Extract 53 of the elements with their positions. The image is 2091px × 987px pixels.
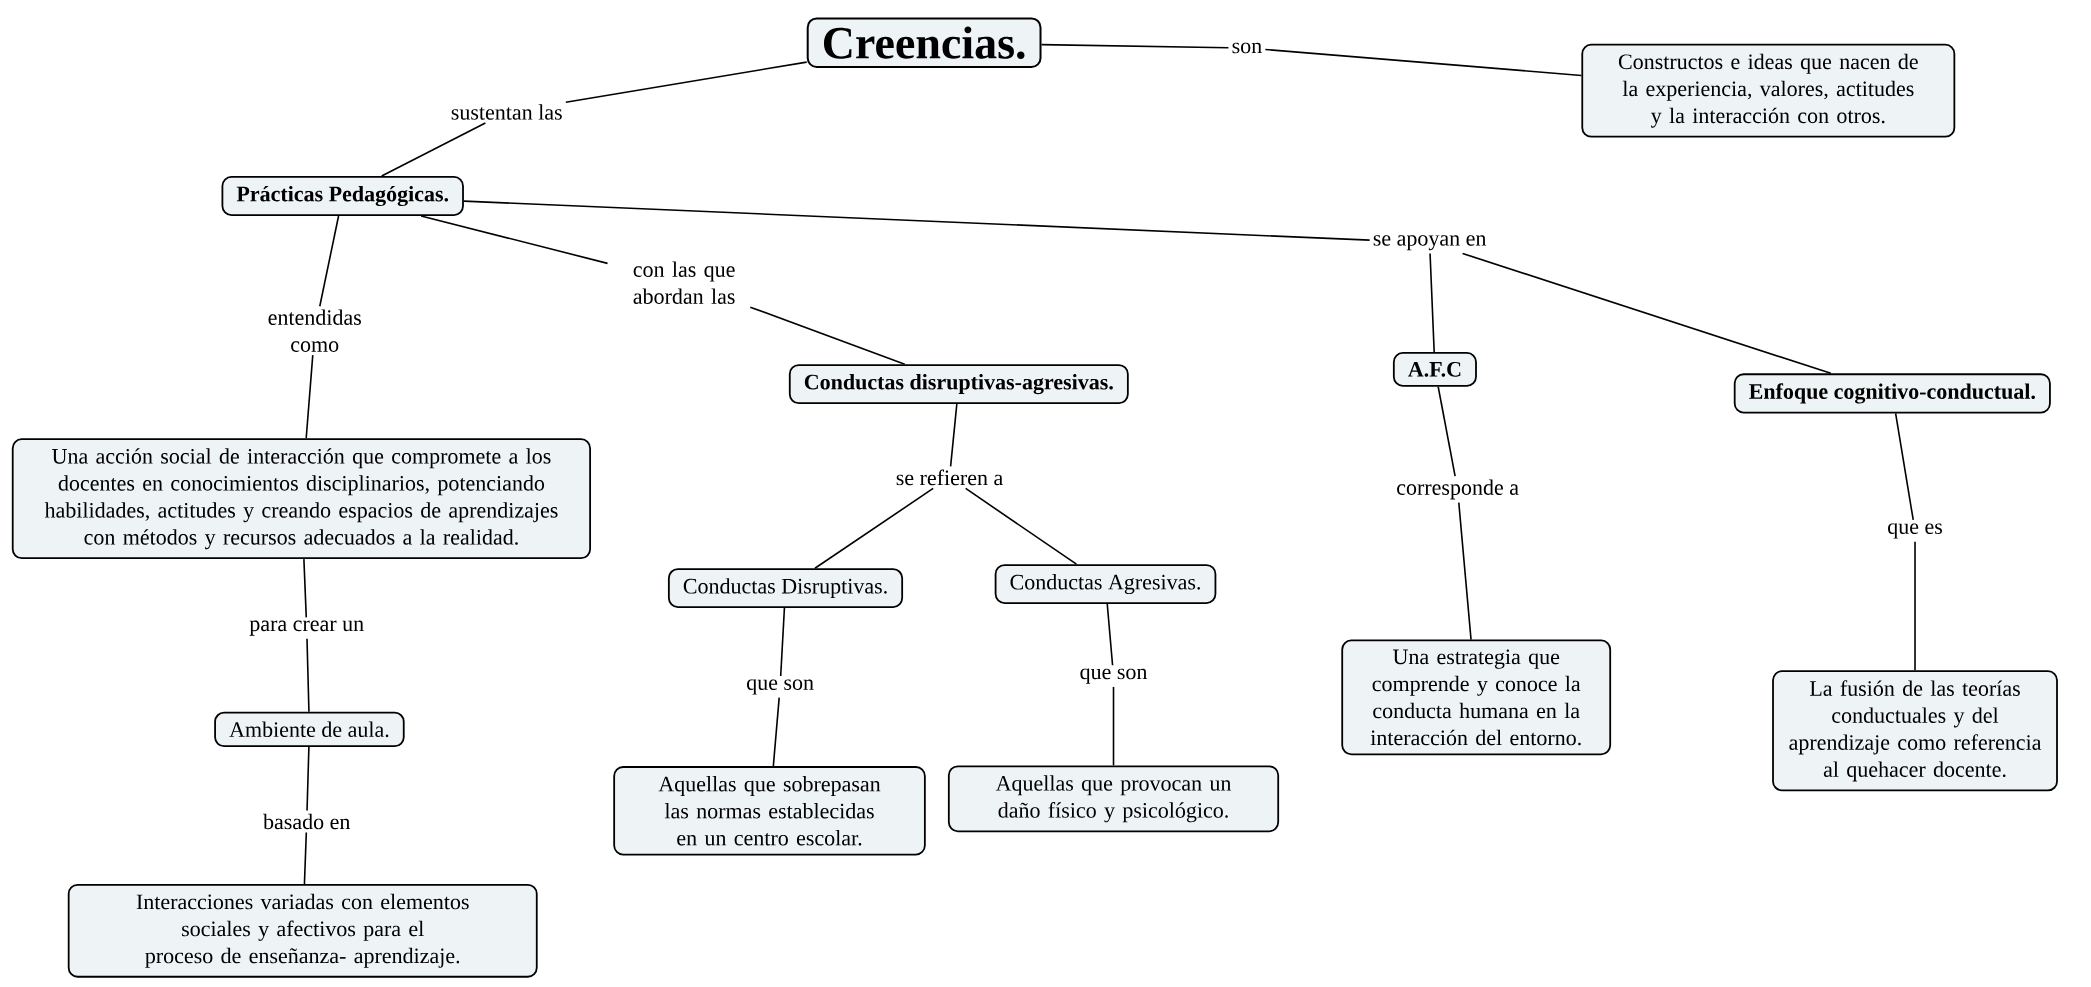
concept-box: Una acción social de interacción que compromete a los docentes en conocimientos disciplinarios, potenciando habilidades, actitudes y creando espacios de aprendizajes con métodos y recursos adecuados a la realidad. <box>11 438 591 560</box>
linking-phrase: que son <box>747 679 814 695</box>
connector-line <box>814 487 934 569</box>
concept-box: Interacciones variadas con elementos sociales y afectivos para el proceso de enseñanza- aprendizaje. <box>67 883 538 978</box>
linking-phrase: basado en <box>263 813 351 830</box>
connector-line <box>779 607 786 677</box>
connector-line <box>303 558 308 619</box>
linking-phrase: corresponde a <box>1397 479 1519 500</box>
connector-line <box>463 200 1371 241</box>
concept-box: Constructos e ideas que nacen de la experiencia, valores, actitudes y la interacción con otros. <box>1581 43 1956 138</box>
connector-line <box>306 638 310 713</box>
linking-phrase: entendidas como <box>268 309 361 352</box>
concept-box: Conductas Disruptivas. <box>667 568 904 608</box>
connector-line <box>1106 603 1114 667</box>
connector-line <box>1894 412 1915 521</box>
concept-box: A.F.C <box>1392 352 1477 387</box>
linking-phrase: que son <box>1080 668 1148 684</box>
connector-line <box>772 696 780 767</box>
connector-line <box>1040 43 1230 49</box>
concept-box: Ambiente de aula. <box>214 711 405 748</box>
connector-line <box>1914 540 1916 672</box>
linking-phrase: son <box>1232 42 1262 54</box>
connector-line <box>565 61 808 103</box>
linking-phrase: sustentan las <box>451 104 562 120</box>
linking-phrase: se apoyan en <box>1373 235 1487 251</box>
connector-line <box>1429 252 1435 353</box>
connector-line <box>319 215 340 308</box>
concept-box: Una estrategia que comprende y conoce la conducta humana en la interacción del entorno. <box>1341 639 1612 756</box>
connector-line <box>1461 252 1832 375</box>
concept-box: La fusión de las teorías conductuales y del aprendizaje como referencia al quehacer docente. <box>1772 670 2058 792</box>
title-box: Creencias. <box>806 17 1042 68</box>
concept-box: Aquellas que sobrepasan las normas establecidas en un centro escolar. <box>613 766 926 856</box>
connector-line <box>1112 686 1115 767</box>
concept-box: Conductas disruptivas-agresivas. <box>788 364 1129 405</box>
linking-phrase: para crear un <box>249 620 364 636</box>
linking-phrase: que es <box>1888 523 1942 539</box>
connector-line <box>1437 385 1456 478</box>
connector-line <box>306 746 310 812</box>
concept-box: Aquellas que provocan un daño físico y psicológico. <box>947 765 1280 833</box>
connector-line <box>1264 48 1583 77</box>
connector-line <box>420 215 609 265</box>
connector-line <box>303 831 308 885</box>
linking-phrase: con las que abordan las <box>633 261 735 304</box>
connector-line <box>1458 501 1472 641</box>
connector-line <box>949 403 958 468</box>
connector-line <box>964 487 1078 565</box>
connector-line <box>380 122 487 177</box>
concept-box: Prácticas Pedagógicas. <box>221 176 464 216</box>
linking-phrase: se refieren a <box>896 469 1003 486</box>
concept-box: Enfoque cognitivo-conductual. <box>1733 373 2051 414</box>
concept-box: Conductas Agresivas. <box>994 564 1217 604</box>
connector-line <box>305 354 314 440</box>
connector-line <box>749 306 906 365</box>
